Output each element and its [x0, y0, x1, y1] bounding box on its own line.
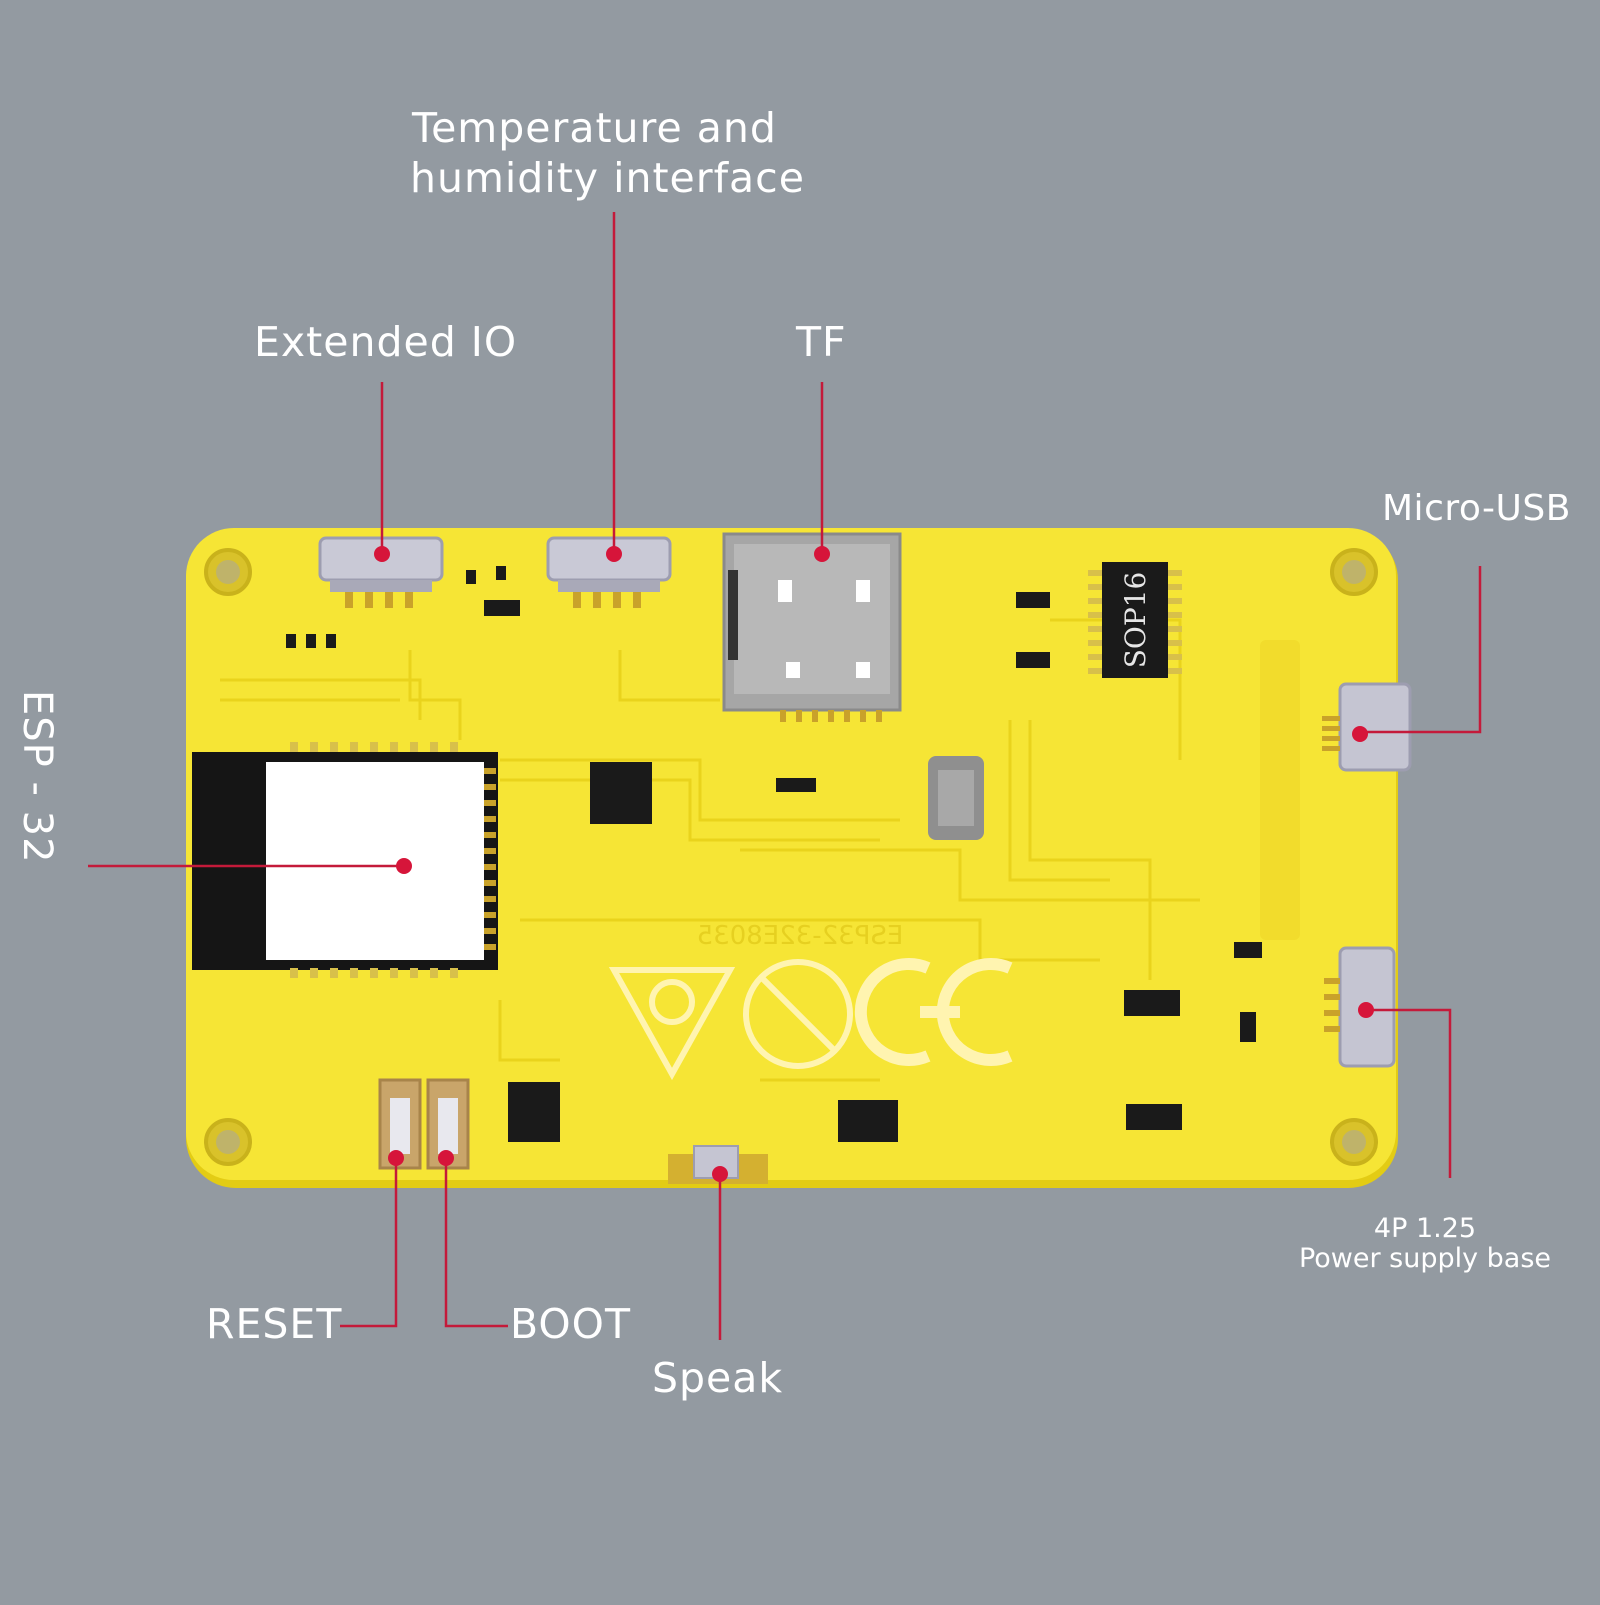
label-power-line2: Power supply base: [1298, 1243, 1552, 1274]
display-connector: [928, 756, 984, 840]
pcb-board: [186, 528, 1398, 1188]
esp32-module: [192, 742, 498, 978]
ukca-triangle-mark: [608, 967, 736, 1081]
label-temp-humidity-line2: humidity interface: [410, 154, 805, 202]
label-speak: Speak: [652, 1354, 784, 1402]
label-micro-usb: Micro-USB: [1382, 488, 1571, 529]
silkscreen-model: ESP32-32E8035: [697, 921, 904, 951]
leader-lines: [88, 212, 1482, 1340]
no-bin-mark: [743, 959, 853, 1069]
tf-card-slot: [722, 532, 902, 722]
label-tf: TF: [796, 318, 847, 366]
label-power-line1: 4P 1.25: [1373, 1213, 1477, 1244]
sop16-marking: SOP16: [1119, 572, 1152, 669]
micro-usb-port: [1322, 682, 1412, 772]
sop16-chip: SOP16: [1088, 562, 1182, 678]
ce-mark: [854, 958, 1013, 1066]
temp-humidity-connector: [546, 536, 672, 608]
label-boot: BOOT: [510, 1300, 631, 1348]
label-extended-io: Extended IO: [254, 318, 518, 366]
label-esp32: ESP - 32: [14, 690, 60, 864]
qfn-chip: [590, 762, 652, 824]
label-temp-humidity-line1: Temperature and: [412, 104, 777, 152]
callout-dots: [374, 546, 1374, 1182]
label-reset: RESET: [206, 1300, 343, 1348]
